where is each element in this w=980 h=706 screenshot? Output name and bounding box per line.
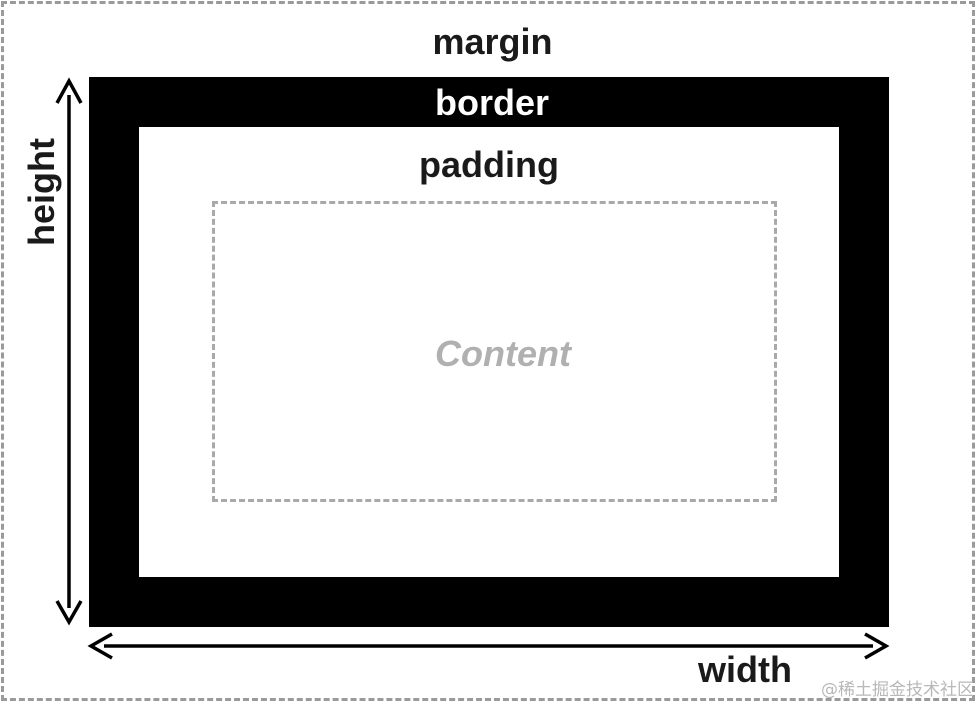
height-label: height <box>21 138 62 246</box>
content-label: Content <box>435 333 571 374</box>
watermark-text: @稀土掘金技术社区 <box>821 680 974 700</box>
padding-label: padding <box>419 144 559 185</box>
content-area <box>212 201 777 502</box>
width-label: width <box>698 649 792 690</box>
margin-label: margin <box>432 21 553 62</box>
border-label: border <box>434 82 549 123</box>
